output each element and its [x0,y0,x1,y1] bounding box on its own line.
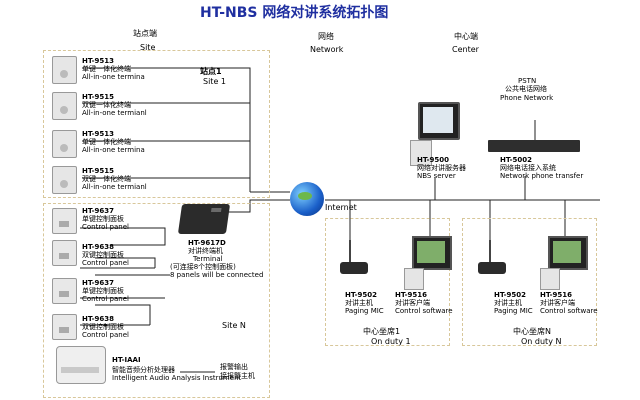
terminal-device-icon [52,130,77,158]
pc-tower-icon [540,268,560,290]
server-en: NBS server [417,172,456,180]
siteN-terminal-en: Terminal [193,255,223,263]
duty1-mic-cn: 对讲主机 [345,299,373,307]
control-panel-icon [52,208,77,234]
site1-terminal-cn: 单键一体化终端 [82,65,131,73]
siteN-panel-model: HT-9638 [82,315,114,323]
site1-label-cn: 站点1 [200,67,222,76]
server-cn: 网络对讲服务器 [417,164,466,172]
duty1-mic-en: Paging MIC [345,307,384,315]
terminal-unit-icon [177,204,231,234]
siteN-panel-en: Control panel [82,331,129,339]
gateway-en: Network phone transfer [500,172,584,180]
pstn-label: PSTN [518,77,537,85]
siteN-panel-model: HT-9637 [82,207,114,215]
site1-terminal-en: All-in-one termianl [82,109,147,117]
server-model: HT-9500 [417,156,449,164]
terminal-device-icon [52,92,77,120]
iaai-model: HT-IAAI [112,356,141,364]
paging-mic-icon [478,262,506,274]
siteN-panel-cn: 双键控制面板 [82,323,124,331]
site1-label-en: Site 1 [203,77,226,86]
site1-terminal-model: HT-9513 [82,57,114,65]
page-title: HT-NBS 网络对讲系统拓扑图 [200,5,389,21]
internet-label: Internet [325,203,357,212]
header-center-en: Center [452,45,479,54]
iaai-en: Intelligent Audio Analysis Instrument [112,374,242,382]
site1-terminal-cn: 单键一体化终端 [82,138,131,146]
dutyN-label-en: On duty N [521,337,562,346]
site1-region [43,50,270,198]
siteN-panel-en: Control panel [82,259,129,267]
header-network-en: Network [310,45,344,54]
header-network-cn: 网络 [318,32,334,41]
siteN-panel-cn: 双键控制面板 [82,251,124,259]
siteN-panel-en: Control panel [82,223,129,231]
duty1-sw-cn: 对讲客户端 [395,299,430,307]
siteN-panel-model: HT-9637 [82,279,114,287]
siteN-terminal-cn: 对讲终端机 [188,247,223,255]
terminal-device-icon [52,56,77,84]
duty1-region [325,218,450,346]
duty1-sw-model: HT-9516 [395,291,427,299]
mic-stem [349,240,351,262]
site1-terminal-cn: 双键一体化终端 [82,101,131,109]
monitor-icon [548,236,588,270]
server-tower-icon [410,140,432,166]
dutyN-sw-en: Control software [540,307,598,315]
site1-terminal-en: All-in-one termina [82,146,145,154]
monitor-icon [412,236,452,270]
gateway-device-icon [488,140,580,152]
iaai-alarm-in: 接报警主机 [220,372,255,380]
paging-mic-icon [340,262,368,274]
siteN-terminal-note-en: 8 panels will be connected [170,271,264,279]
mic-stem [489,240,491,262]
control-panel-icon [52,314,77,340]
dutyN-mic-model: HT-9502 [494,291,526,299]
monitor-icon [418,102,460,140]
header-site-en: Site [140,43,156,52]
site1-terminal-model: HT-9513 [82,130,114,138]
site1-terminal-en: All-in-one termina [82,73,145,81]
siteN-panel-cn: 单键控制面板 [82,215,124,223]
dutyN-label-cn: 中心坐席N [513,327,551,336]
siteN-terminal-note-cn: (可连接8个控制面板) [170,263,236,271]
duty1-sw-en: Control software [395,307,453,315]
siteN-panel-en: Control panel [82,295,129,303]
site1-terminal-en: All-in-one termianl [82,183,147,191]
globe-icon [290,182,324,216]
dutyN-region [462,218,597,346]
header-center-cn: 中心端 [454,32,478,41]
terminal-device-icon [52,166,77,194]
site1-terminal-model: HT-9515 [82,167,114,175]
control-panel-icon [52,278,77,304]
siteN-panel-model: HT-9638 [82,243,114,251]
duty1-label-en: On duty 1 [371,337,411,346]
phone-network-cn: 公共电话网络 [505,85,547,93]
duty1-mic-model: HT-9502 [345,291,377,299]
iaai-alarm-out: 报警输出 [220,363,248,371]
dutyN-mic-en: Paging MIC [494,307,533,315]
iaai-cn: 智能音频分析处理器 [112,366,175,374]
dutyN-sw-model: HT-9516 [540,291,572,299]
siteN-terminal-model: HT-9617D [188,239,226,247]
control-panel-icon [52,240,77,266]
phone-network-en: Phone Network [500,94,554,102]
audio-analyzer-icon [56,346,106,384]
site1-terminal-model: HT-9515 [82,93,114,101]
gateway-cn: 网络电话接入系统 [500,164,556,172]
siteN-region [43,203,270,398]
header-site-cn: 站点端 [133,29,157,38]
dutyN-sw-cn: 对讲客户端 [540,299,575,307]
pc-tower-icon [404,268,424,290]
dutyN-mic-cn: 对讲主机 [494,299,522,307]
duty1-label-cn: 中心坐席1 [363,327,401,336]
site1-terminal-cn: 双键一体化终端 [82,175,131,183]
siteN-label: Site N [222,321,246,330]
gateway-model: HT-5002 [500,156,532,164]
siteN-panel-cn: 单键控制面板 [82,287,124,295]
